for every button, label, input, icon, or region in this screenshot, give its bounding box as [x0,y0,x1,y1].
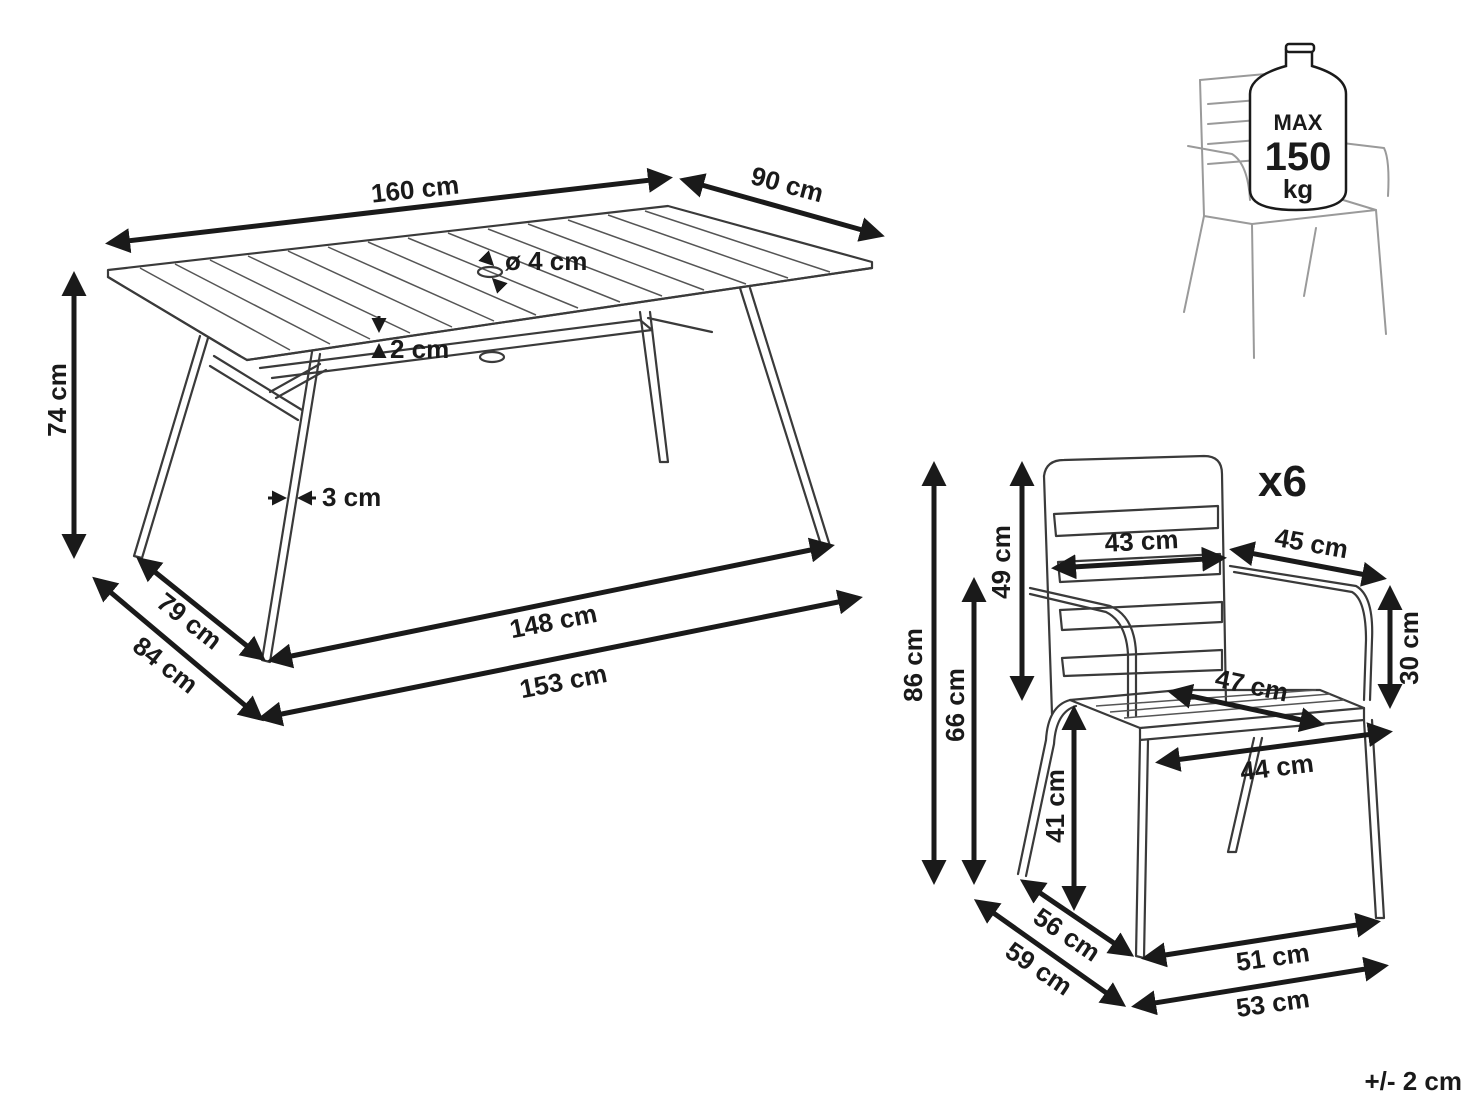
weight-handle [1284,42,1316,54]
label-leg: 3 cm [322,482,381,512]
dim-arrow-hole-bottom [491,277,508,294]
dim-line-51 [1141,912,1381,968]
label-74: 74 cm [42,363,72,437]
table-drawing [106,204,874,664]
quantity-label: x6 [1258,457,1307,506]
dim-line-84 [92,576,264,722]
label-49: 49 cm [986,525,1016,599]
label-41: 41 cm [1040,769,1070,843]
dim-line-148 [267,537,835,669]
label-hole: ø 4 cm [505,246,587,276]
label-43: 43 cm [1104,524,1179,558]
label-86: 86 cm [898,628,928,702]
label-66: 66 cm [940,668,970,742]
dim-line-53 [1131,956,1389,1016]
label-148: 148 cm [507,598,599,644]
badge-unit: kg [1283,174,1313,204]
tolerance-note: +/- 2 cm [1364,1066,1462,1096]
badge-max: MAX [1274,110,1323,135]
chair-dimensions: x6 86 cm 49 cm 66 cm 41 cm 43 cm 45 cm 3… [898,457,1424,1023]
table-dimensions: 160 cm 90 cm 74 cm ø 4 cm 2 cm 3 cm 79 c… [42,160,885,727]
dim-line-90 [679,173,885,242]
dim-line-153 [257,589,863,727]
weight-icon [1248,48,1348,212]
dim-line-43 [1051,546,1227,580]
dim-line-47 [1167,684,1325,732]
dim-line-44 [1155,722,1393,772]
dim-line-45 [1229,541,1387,587]
badge-weight: 150 [1265,135,1332,179]
dim-line-160 [105,167,673,254]
max-load-badge: MAX 150 kg [1183,42,1390,359]
dim-line-59 [973,899,1127,1007]
label-thickness: 2 cm [390,334,449,364]
dim-arrow-hole-top [478,250,495,267]
label-30: 30 cm [1394,611,1424,685]
